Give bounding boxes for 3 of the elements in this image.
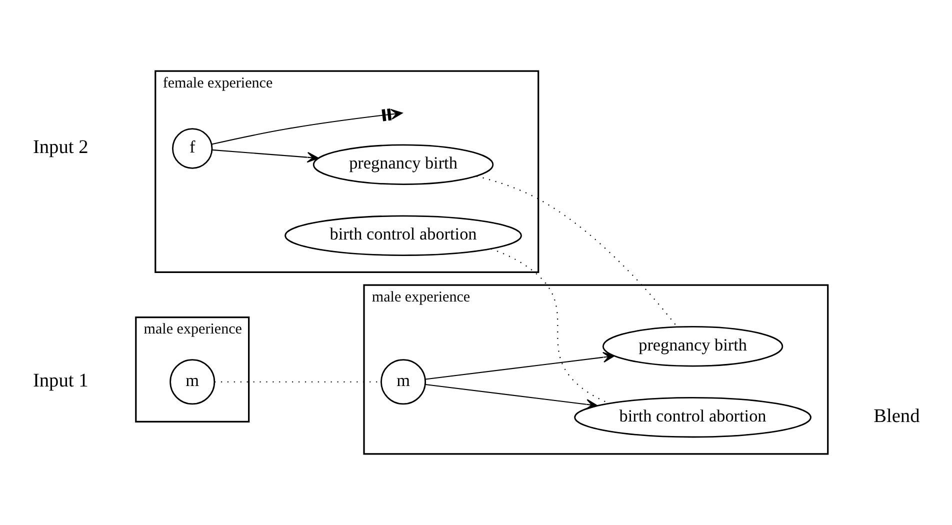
node-label: Blend (873, 406, 920, 428)
node-label: Input 1 (32, 370, 88, 392)
node-label: Input 2 (32, 137, 88, 158)
